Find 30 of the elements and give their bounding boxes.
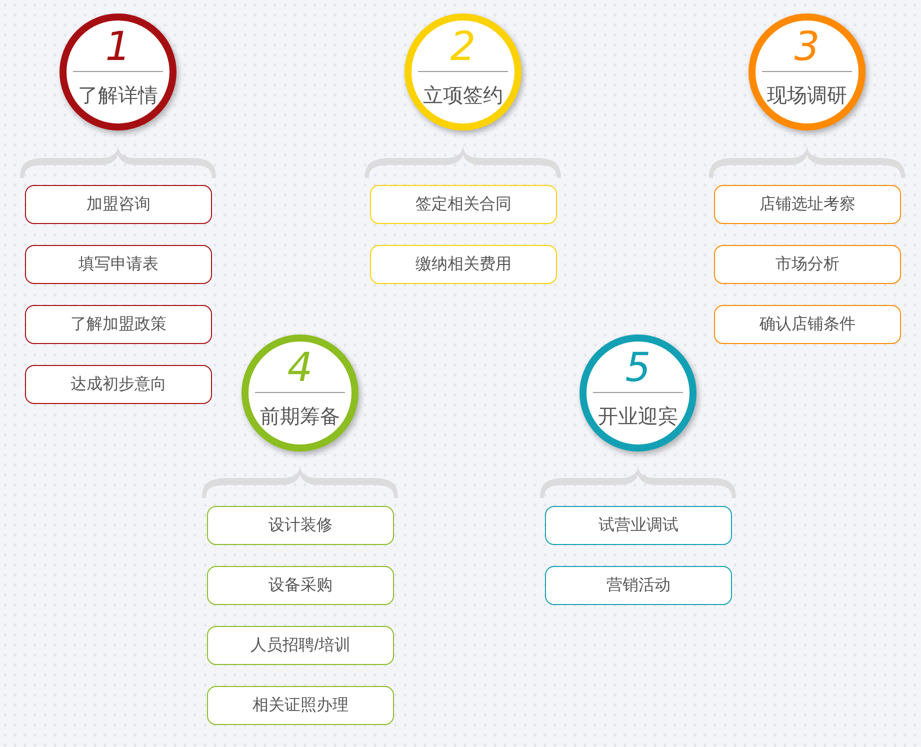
task-box: 缴纳相关费用: [370, 245, 557, 284]
task-box: 填写申请表: [25, 245, 212, 284]
task-box: 店铺选址考察: [714, 185, 901, 224]
task-box: 相关证照办理: [207, 686, 394, 725]
step-circle: [579, 334, 697, 452]
task-box: 试营业调试: [545, 506, 732, 545]
step-number: 1: [105, 26, 131, 68]
step-circle: [748, 13, 866, 131]
step-number: 5: [625, 347, 651, 389]
task-box: 人员招聘/培训: [207, 626, 394, 665]
step-circle: [59, 13, 177, 131]
task-box: 营销活动: [545, 566, 732, 605]
task-box: 设备采购: [207, 566, 394, 605]
task-box: 了解加盟政策: [25, 305, 212, 344]
step-circle: [404, 13, 522, 131]
step-title: 前期筹备: [260, 405, 340, 429]
task-box: 加盟咨询: [25, 185, 212, 224]
step-title: 现场调研: [767, 84, 847, 108]
task-box: 达成初步意向: [25, 365, 212, 404]
step-title: 了解详情: [78, 84, 158, 108]
task-box: 确认店铺条件: [714, 305, 901, 344]
step-number: 4: [287, 347, 313, 389]
step-title: 开业迎宾: [598, 405, 678, 429]
step-number: 3: [794, 26, 820, 68]
step-circle: [241, 334, 359, 452]
task-box: 市场分析: [714, 245, 901, 284]
task-box: 签定相关合同: [370, 185, 557, 224]
step-number: 2: [450, 26, 476, 68]
step-title: 立项签约: [423, 84, 503, 108]
task-box: 设计装修: [207, 506, 394, 545]
